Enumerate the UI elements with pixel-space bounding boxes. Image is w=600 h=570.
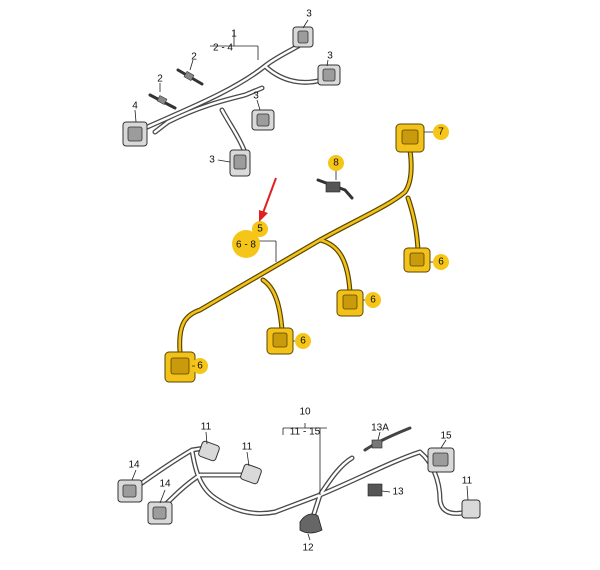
pin-icon: [176, 68, 204, 86]
callout-13: 13: [392, 487, 404, 498]
callout-6: 6: [438, 257, 444, 268]
callout-3: 3: [253, 91, 259, 102]
callout-2: 2: [157, 74, 163, 85]
callout-14: 14: [159, 479, 171, 490]
callout-6: 6: [197, 361, 203, 372]
pin-icon: [148, 93, 177, 110]
connector-icon: [403, 247, 431, 273]
connector-icon: [317, 64, 341, 86]
harness-1-group: 1 2 - 4 3 3 3 3 4 2 2: [122, 9, 341, 177]
clip-icon: [299, 513, 323, 534]
callout-4: 4: [132, 101, 138, 112]
connector-icon: [461, 499, 481, 519]
callout-13a: 13A: [371, 423, 389, 434]
harness-5-group: 7 6 6 6 6 8 5 6 - 8: [164, 123, 449, 383]
callout-2: 2: [191, 52, 197, 63]
clip-icon: [363, 426, 412, 452]
callout-3: 3: [209, 155, 215, 166]
connector-icon: [427, 447, 455, 473]
callout-1: 1: [231, 29, 237, 40]
callout-3: 3: [327, 51, 333, 62]
clip-icon: [367, 483, 383, 497]
callout-3: 3: [306, 9, 312, 20]
connector-icon: [240, 463, 262, 485]
connector-icon: [147, 501, 173, 525]
red-arrow-icon: [259, 177, 277, 222]
callout-5: 5: [257, 224, 263, 235]
clip-icon: [316, 178, 354, 200]
callout-10-range: 11 - 15: [290, 427, 321, 438]
callout-11: 11: [201, 422, 212, 433]
connector-icon: [266, 327, 294, 355]
callout-6: 6: [370, 295, 376, 306]
connector-icon: [198, 440, 220, 462]
connector-icon: [229, 149, 251, 177]
connector-icon: [395, 123, 425, 153]
callout-14: 14: [128, 460, 140, 471]
connector-icon: [122, 121, 148, 147]
callout-15: 15: [440, 431, 452, 442]
callout-11: 11: [462, 476, 473, 487]
connector-icon: [117, 479, 143, 503]
callout-11: 11: [242, 442, 253, 453]
callout-8: 8: [333, 158, 339, 169]
callout-10: 10: [299, 407, 311, 418]
harness-10-group: 10 11 - 15 11 11 11 14 14 15 13A 13 12: [117, 407, 481, 554]
connector-icon: [164, 351, 196, 383]
connector-icon: [292, 26, 314, 48]
callout-7: 7: [438, 127, 444, 138]
callout-1-range: 2 - 4: [213, 43, 233, 54]
callout-5-range: 6 - 8: [236, 240, 256, 251]
callout-12: 12: [302, 543, 314, 554]
connector-icon: [336, 289, 364, 317]
callout-6: 6: [300, 336, 306, 347]
connector-icon: [251, 109, 275, 131]
